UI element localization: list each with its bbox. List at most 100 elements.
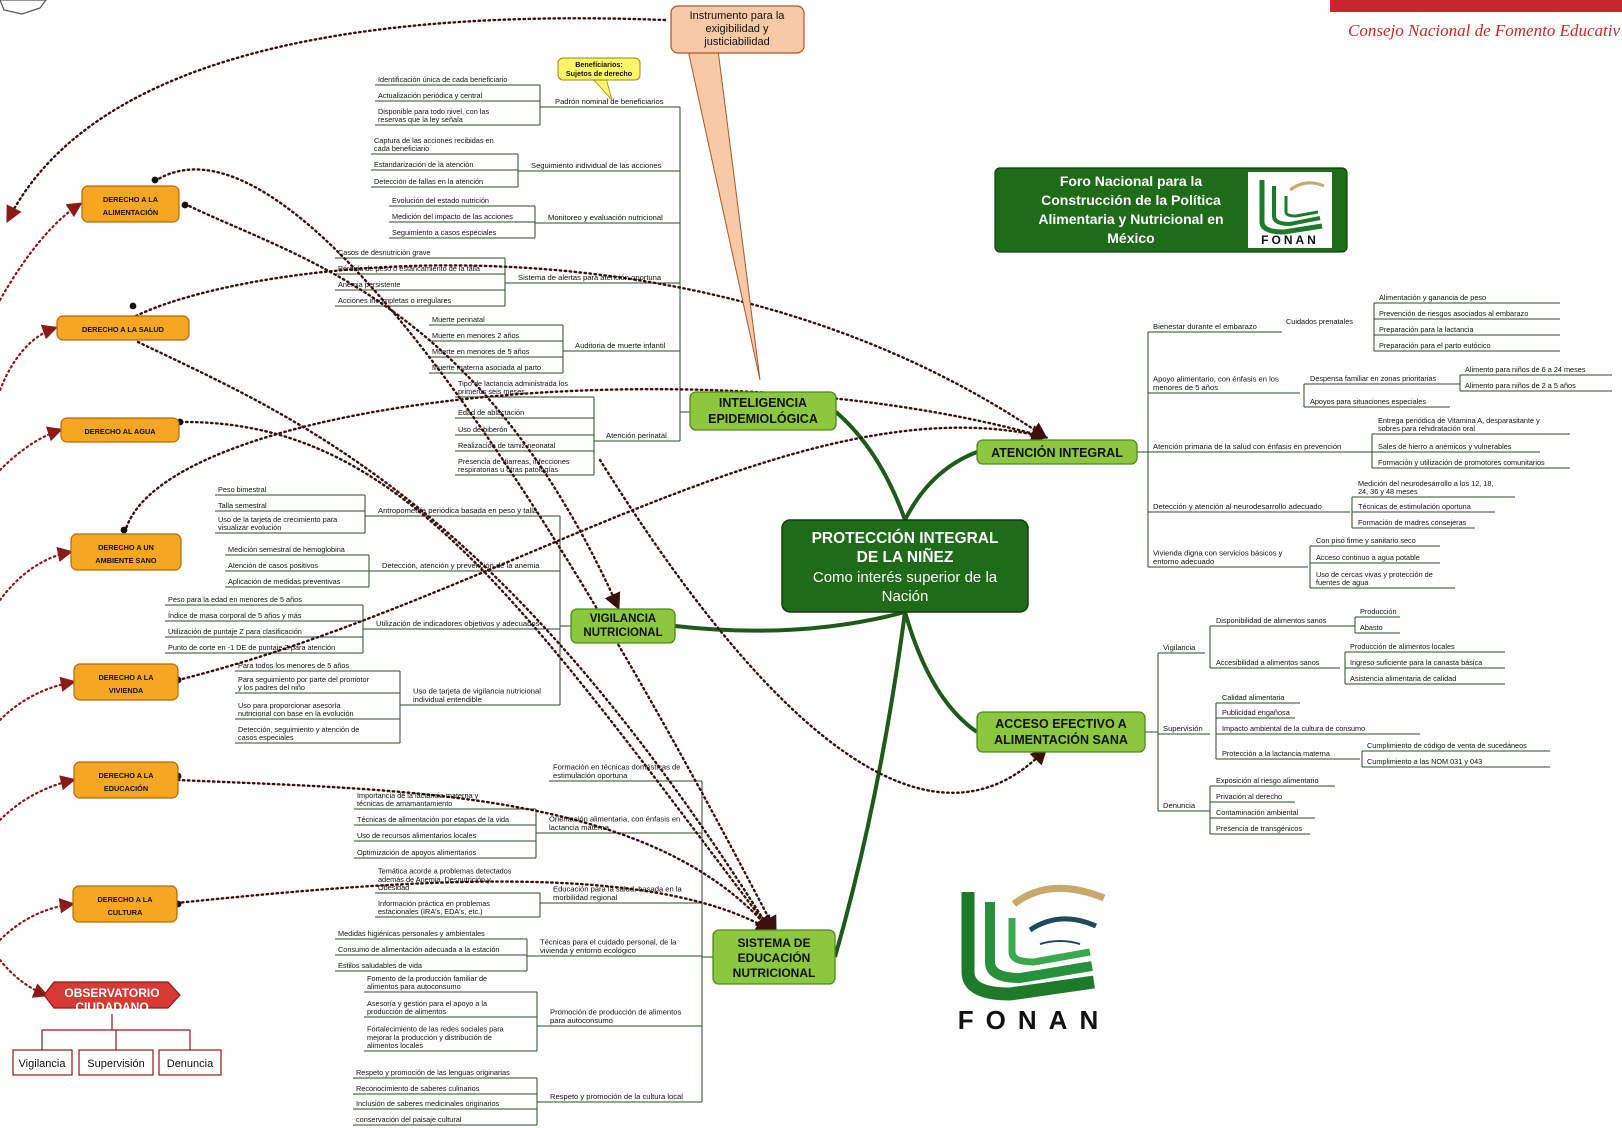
derecho-salud[interactable]: DERECHO A LA SALUD [56,315,190,341]
central-subtitle-2: Nación [882,588,929,605]
derecho-cultura-label-1: DERECHO A LA [98,895,154,904]
relation-arrow-2 [134,264,1048,439]
observatorio-supervision-label: Supervisión [87,1058,144,1070]
ai-group-2: Atención primaria de la salud con énfasi… [1153,416,1545,467]
derecho-agua-label: DERECHO AL AGUA [84,427,156,436]
ai-group-1-label: Apoyo alimentario, con énfasis en los [1153,375,1279,384]
sen-group-0-label: Formación en técnicas domésticas de [553,763,680,772]
vig-group-1-item-1: Atención de casos positivos [228,561,318,570]
epi-group-2: Monitoreo y evaluación nutricionalEvoluc… [392,196,663,237]
epi-group-5-label: Atención perinatal [606,431,667,440]
epi-group-3-item-2: Anemia persistente [338,280,400,289]
sen-group-1-label: Orientación alimentaria, con énfasis en [549,815,680,824]
sen-group-4-item-2: Fortalecimiento de las redes sociales pa… [367,1025,505,1034]
acc-group-0-sub-0-item-1: Abasto [1360,623,1383,632]
vig-group-3-item-0: Para todos los menores de 5 años [238,661,349,670]
observatorio-supervision[interactable]: Supervisión [78,1049,154,1076]
epi-group-5-item-3: Realización de tamiz neonatal [458,441,556,450]
vig-group-3-item-3: casos especiales [238,733,294,742]
derecho-vivienda-label-1: DERECHO A LA [99,673,155,682]
sen-group-4-item-1: producción de alimentos [367,1007,446,1016]
fonan-small-logo-icon [1259,180,1325,235]
observatorio-ciudadano[interactable]: OBSERVATORIO CIUDADANO [43,981,181,1014]
observatorio-title-1: OBSERVATORIO [64,986,159,1000]
sen-group-4-item-2: alimentos locales [367,1041,423,1050]
vig-group-3: Uso de tarjeta de vigilancia nutricional… [238,661,541,742]
derecho-ambiente-sano-label-2: AMBIENTE SANO [95,556,157,565]
vig-group-3-item-1: Para seguimiento por parte del promotor [238,675,370,684]
pillar-sistema-educacion-nutricional[interactable]: SISTEMA DE EDUCACIÓN NUTRICIONAL [712,929,836,985]
epi-group-5-item-0: primeros seis meses [458,387,525,396]
sen-group-5-item-1: Reconocimiento de saberes culinarios [356,1084,480,1093]
sen-group-5-item-3: conservación del paisaje cultural [356,1115,462,1124]
ai-group-4: Vivienda digna con servicios básicos yen… [1153,536,1433,587]
sen-group-4-label: para autoconsumo [550,1016,613,1025]
vig-group-2-item-2: Utilización de puntaje Z para clasificac… [168,627,302,636]
fonan-card-line-1: Foro Nacional para la [1060,173,1203,189]
sen-group-4: Promoción de producción de alimentospara… [367,974,681,1050]
observatorio-title-2: CIUDADANO [75,1000,148,1014]
acc-group-0-sub-1-item-1: Ingreso suficiente para la canasta básic… [1350,658,1483,667]
ai-group-3-sub-0: 24, 36 y 48 meses [1358,487,1418,496]
pillar-epi-line-1: INTELIGENCIA [719,396,807,410]
observatorio-vigilancia[interactable]: Vigilancia [12,1049,73,1076]
derecho-agua[interactable]: DERECHO AL AGUA [60,417,180,443]
instrument-line-1: Instrumento para la [690,10,786,22]
pillar-acceso-efectivo[interactable]: ACCESO EFECTIVO A ALIMENTACIÓN SANA [976,711,1146,753]
ai-group-3-label: Detección y atención al neurodesarrollo … [1153,502,1322,511]
sen-group-1-item-0: Importancia de la lactancia materna y [357,791,479,800]
epi-group-0-item-0: Identificación única de cada beneficiari… [378,75,507,84]
relation-arrow-3 [136,340,772,933]
beneficiaries-line-1: Beneficiarios: [575,60,623,69]
epi-group-4-item-2: Muerte en menores de 5 años [432,347,530,356]
derecho-vivienda[interactable]: DERECHO A LA VIVIENDA [73,663,179,701]
pillar-acc-line-1: ACCESO EFECTIVO A [995,717,1127,731]
ai-group-1-sub-1: Apoyos para situaciones especiales [1310,397,1426,406]
central-node[interactable]: PROTECCIÓN INTEGRAL DE LA NIÑEZ Como int… [781,519,1029,613]
acc-group-2-label: Denuncia [1163,801,1196,810]
sen-group-4-item-0: alimentos para autoconsumo [367,982,461,991]
vig-group-2-label: Utilización de indicadores objetivos y a… [376,619,540,628]
ai-group-4-label: entorno adecuado [1153,557,1214,566]
sen-group-5-item-0: Respeto y promoción de las lenguas origi… [356,1068,510,1077]
pillar-vigilancia-nutricional[interactable]: VIGILANCIA NUTRICIONAL [570,608,676,644]
fonan-card-line-2: Construcción de la Política [1041,192,1221,208]
derecho-cultura-label-2: CULTURA [108,908,143,917]
epi-group-2-item-1: Medición del impacto de las acciones [392,212,513,221]
derecho-educacion-label-2: EDUCACIÓN [104,784,148,793]
vig-group-3-label: individual entendible [413,695,482,704]
ai-group-2-sub-0: Entrega periódica de Vitamina A, despara… [1378,416,1540,425]
ai-group-0-sub-0-item-2: Preparación para la lactancia [1379,325,1474,334]
derecho-vivienda-label-2: VIVIENDA [109,686,144,695]
epi-group-1-item-0: cada beneficiario [374,144,429,153]
connector-dot [120,526,128,534]
ai-group-4-sub-2: Uso de cercas vivas y protección de [1316,570,1433,579]
observatory-link-0 [0,202,83,302]
central-title-1: PROTECCIÓN INTEGRAL [812,529,999,547]
derecho-cultura[interactable]: DERECHO A LA CULTURA [72,885,178,923]
sen-group-2-item-1: estacionales (IRA's, EDA's, etc.) [378,907,483,916]
pillar-sen-line-3: NUTRICIONAL [733,966,816,980]
sen-group-1-label: lactancia materna [549,823,610,832]
pillar-inteligencia-epidemiologica[interactable]: INTELIGENCIA EPIDEMIOLÓGICA [689,391,837,431]
epi-group-4-label: Auditoria de muerte infantil [575,341,666,350]
observatorio-denuncia-label: Denuncia [167,1058,214,1070]
fonan-card-line-4: México [1107,230,1154,246]
fonan-big-logo-text: FONAN [958,1005,1110,1035]
sen-group-2-item-1: Información práctica en problemas [378,899,490,908]
epi-group-0: Padrón nominal de beneficiariosIdentific… [378,75,664,124]
pillar-atencion-integral[interactable]: ATENCIÓN INTEGRAL [976,439,1138,465]
vig-group-1-item-0: Medición semestral de hemoglobina [228,545,346,554]
observatorio-denuncia[interactable]: Denuncia [158,1049,222,1076]
sen-group-1-item-3: Optimización de apoyos alimentarios [357,848,477,857]
fonan-card-line-3: Alimentaria y Nutricional en [1038,211,1223,227]
sen-group-5-item-2: Inclusión de saberes medicinales origina… [356,1099,500,1108]
vig-group-0: Antropometría periódica basada en peso y… [218,485,538,532]
epi-group-4-item-1: Muerte en menores 2 años [432,331,520,340]
epi-group-1: Seguimiento individual de las accionesCa… [374,136,662,186]
